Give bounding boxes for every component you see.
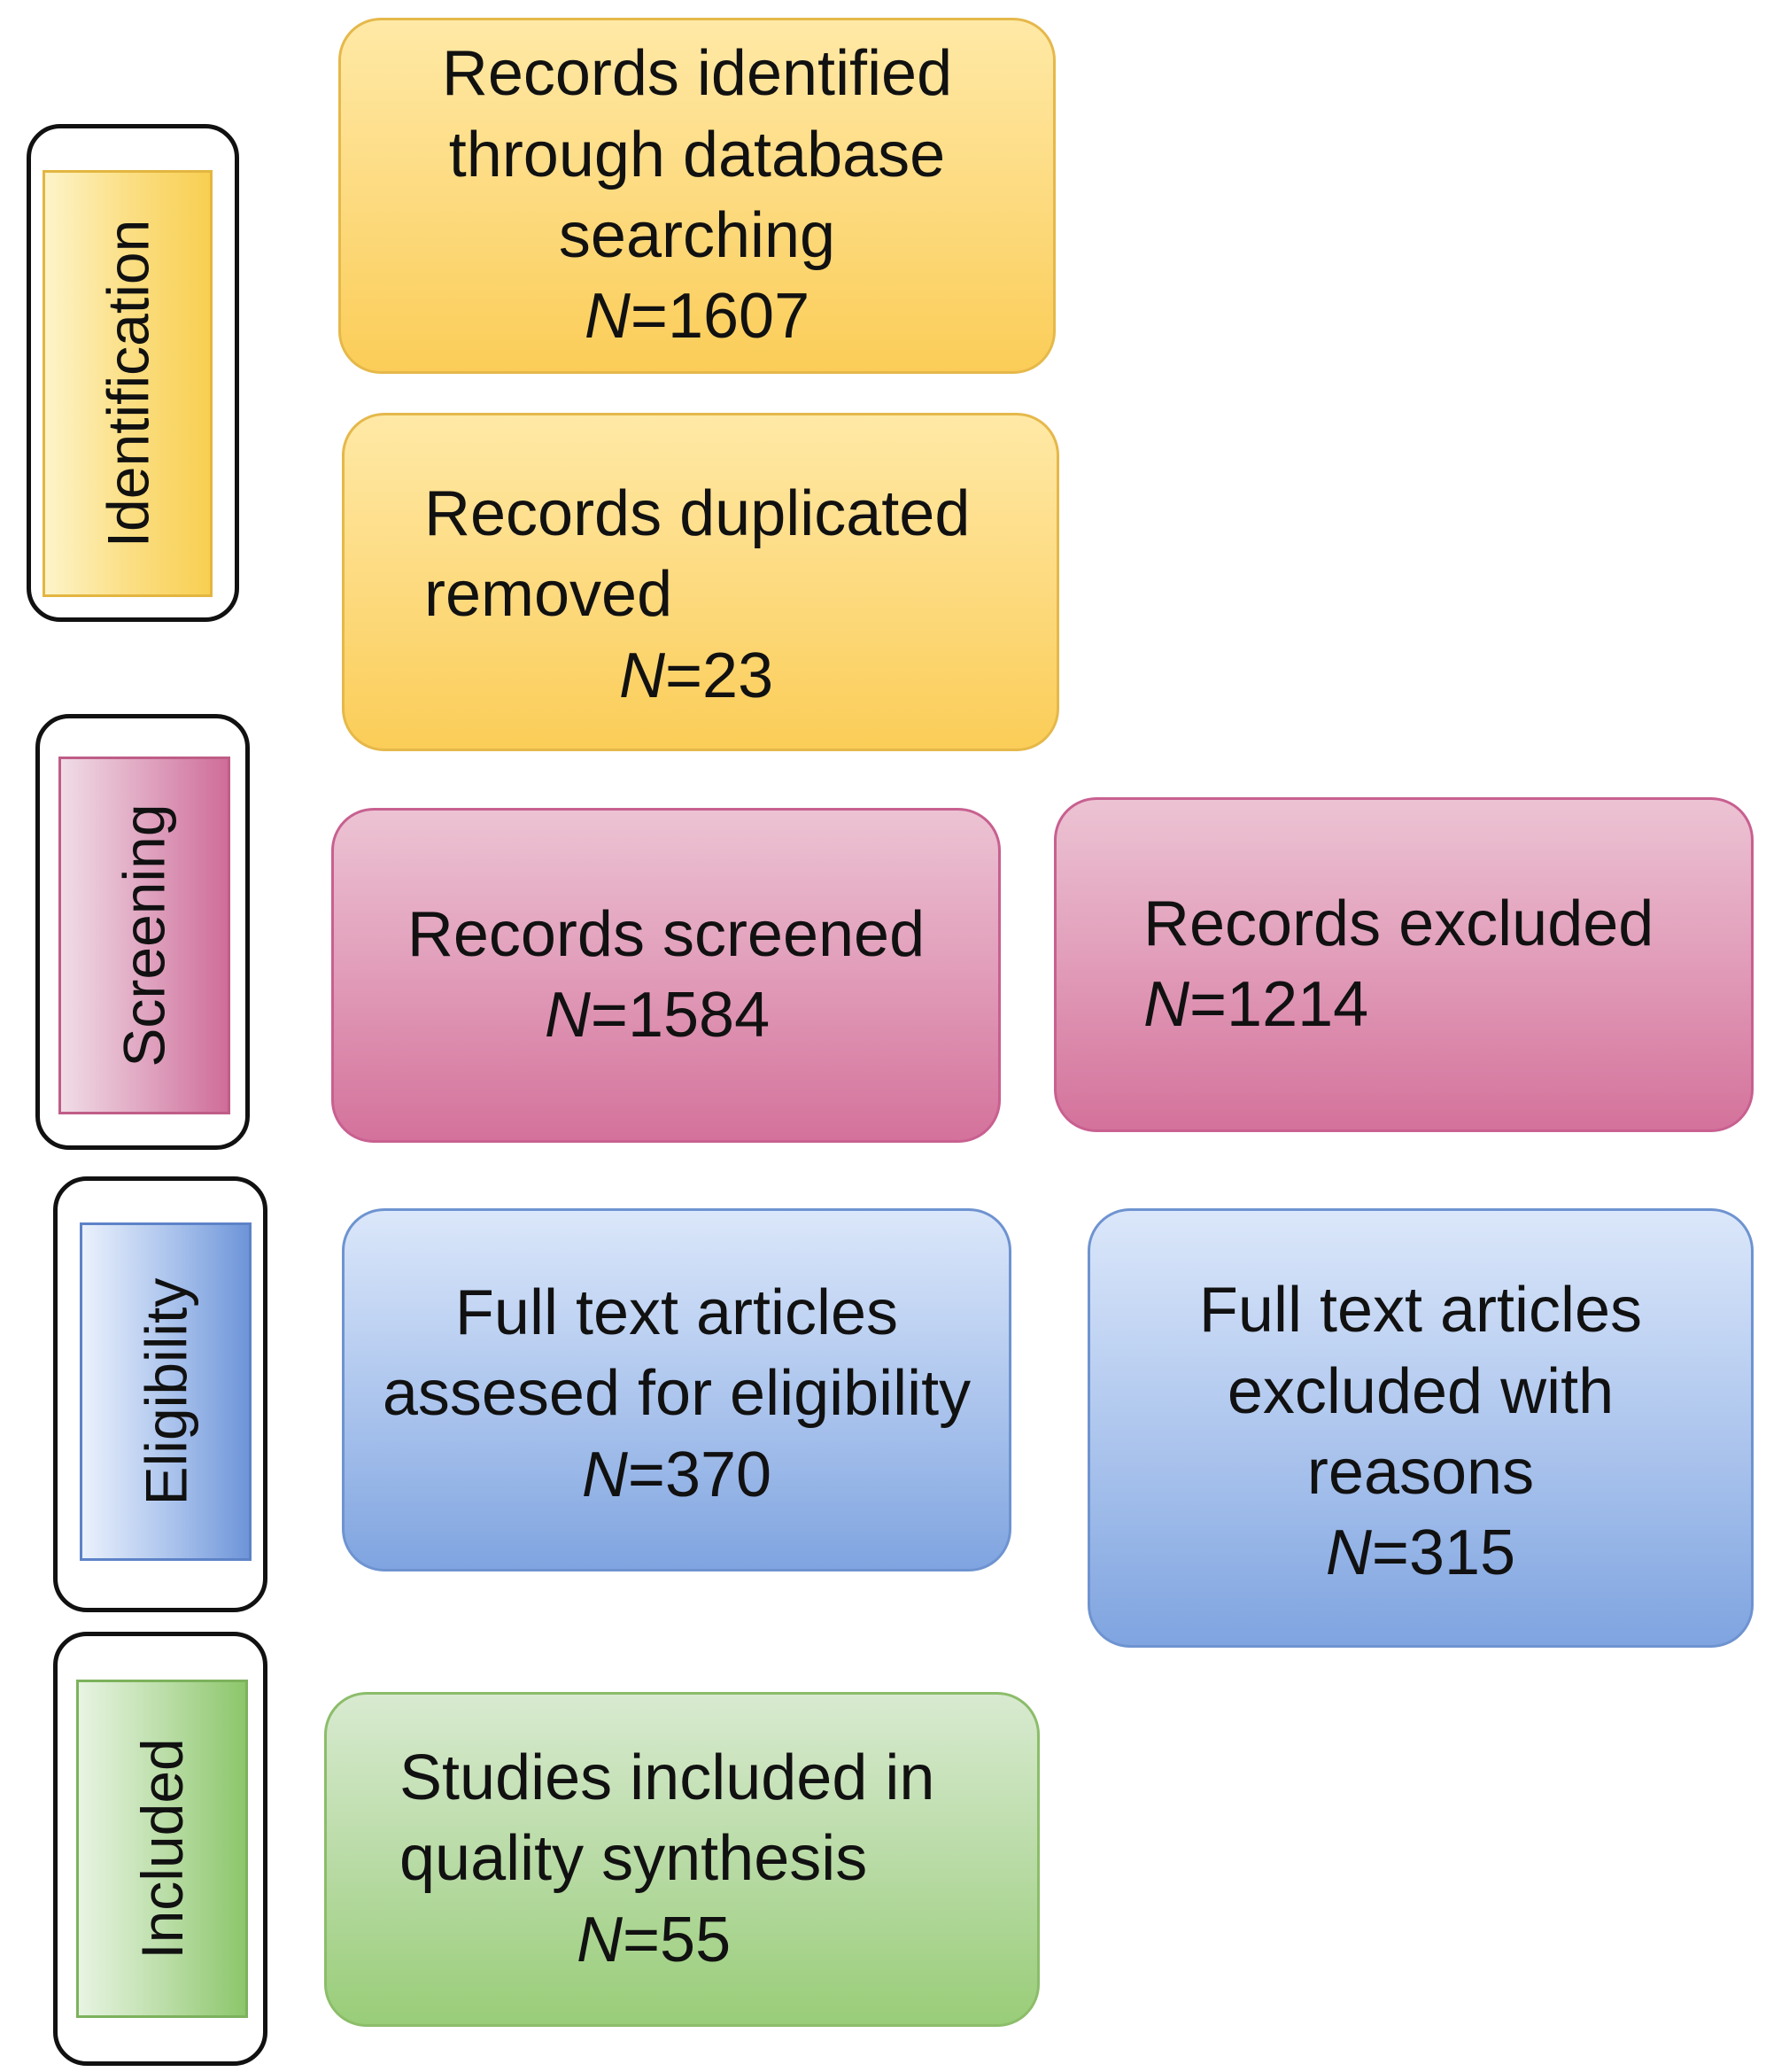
studies-included-n-value: =55 bbox=[623, 1904, 732, 1975]
full-text-excluded-count: N=315 bbox=[1326, 1513, 1515, 1594]
stage-label-included: Included bbox=[129, 1738, 195, 1959]
records-screened-line-1: Records screened bbox=[407, 898, 926, 970]
full-text-excluded-line-1: Full text articles bbox=[1198, 1275, 1643, 1346]
stage-eligibility: Eligibility bbox=[80, 1222, 252, 1561]
full-text-excluded-line-2: excluded with bbox=[1227, 1355, 1615, 1427]
n-symbol: N bbox=[577, 1904, 623, 1975]
records-excluded-box: Records excluded N=1214 bbox=[1054, 797, 1754, 1132]
n-symbol: N bbox=[584, 281, 631, 353]
records-identified-line-2: through database bbox=[448, 119, 946, 190]
studies-included-line-2: quality synthesis bbox=[399, 1823, 868, 1895]
full-text-assessed-line-2: assesed for eligibility bbox=[382, 1358, 972, 1430]
full-text-assessed-line-1: Full text articles bbox=[454, 1277, 899, 1348]
records-excluded-n-value: =1214 bbox=[1189, 969, 1369, 1040]
records-duplicated-count: N=23 bbox=[424, 636, 773, 717]
full-text-assessed-count: N=370 bbox=[582, 1435, 771, 1516]
records-excluded-line-1: Records excluded bbox=[1143, 888, 1654, 959]
records-identified-line-3: searching bbox=[558, 200, 836, 271]
n-symbol: N bbox=[581, 1439, 628, 1510]
records-screened-n-value: =1584 bbox=[590, 980, 771, 1051]
records-duplicated-line-1: Records duplicated bbox=[424, 477, 971, 549]
records-screened-box: Records screened N=1584 bbox=[331, 808, 1001, 1143]
full-text-assessed-box: Full text articles assesed for eligibili… bbox=[342, 1208, 1011, 1571]
n-symbol: N bbox=[619, 640, 665, 711]
records-identified-n-value: =1607 bbox=[630, 281, 810, 353]
records-identified-box: Records identified through database sear… bbox=[338, 18, 1056, 374]
full-text-excluded-line-3: reasons bbox=[1306, 1437, 1535, 1508]
full-text-assessed-n-value: =370 bbox=[627, 1439, 772, 1510]
records-excluded-count: N=1214 bbox=[1143, 965, 1368, 1045]
stage-screening: Screening bbox=[58, 757, 230, 1114]
studies-included-line-1: Studies included in bbox=[399, 1742, 935, 1813]
full-text-excluded-n-value: =315 bbox=[1371, 1517, 1516, 1589]
records-identified-line-1: Records identified bbox=[441, 38, 953, 110]
stage-label-eligibility: Eligibility bbox=[133, 1277, 198, 1506]
studies-included-box: Studies included in quality synthesis N=… bbox=[324, 1692, 1040, 2027]
records-duplicated-n-value: =23 bbox=[665, 640, 774, 711]
records-duplicated-box: Records duplicated removed N=23 bbox=[342, 413, 1059, 751]
n-symbol: N bbox=[544, 980, 591, 1051]
stage-label-screening: Screening bbox=[112, 803, 178, 1067]
n-symbol: N bbox=[1325, 1517, 1372, 1589]
stage-included: Included bbox=[76, 1680, 248, 2018]
records-screened-count: N=1584 bbox=[545, 975, 787, 1056]
records-duplicated-line-2: removed bbox=[424, 559, 673, 631]
n-symbol: N bbox=[1143, 969, 1189, 1040]
records-identified-count: N=1607 bbox=[585, 276, 809, 357]
stage-identification: Identification bbox=[43, 170, 213, 597]
studies-included-count: N=55 bbox=[399, 1900, 731, 1981]
stage-label-identification: Identification bbox=[95, 219, 161, 548]
full-text-excluded-box: Full text articles excluded with reasons… bbox=[1088, 1208, 1754, 1648]
